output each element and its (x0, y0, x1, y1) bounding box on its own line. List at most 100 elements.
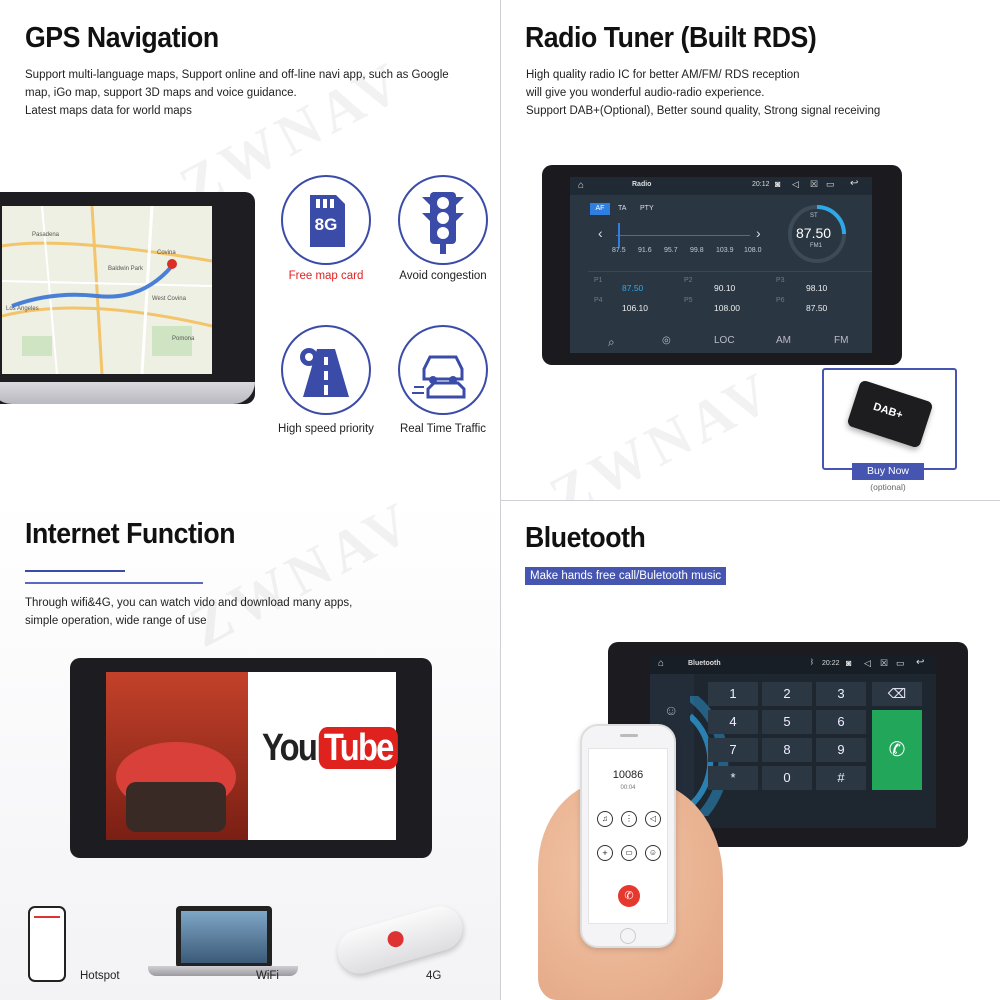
band-label: FM1 (810, 243, 822, 249)
bluetooth-tagline: Make hands free call/Buletooth music (525, 567, 727, 585)
tuner-needle[interactable] (618, 223, 620, 247)
clock: 20:12 (752, 181, 770, 188)
gps-panel: ZWNAV GPS Navigation Support multi-langu… (0, 0, 500, 500)
dial-key[interactable]: 6 (816, 710, 866, 734)
scale-mark: 87.5 (612, 247, 626, 254)
map-label: Covina (157, 250, 176, 256)
dial-key[interactable]: * (708, 766, 758, 790)
dial-key[interactable]: 7 (708, 738, 758, 762)
radio-panel: ZWNAV Radio Tuner (Built RDS) High quali… (500, 0, 1000, 500)
gps-desc-line: Support multi-language maps, Support onl… (25, 69, 449, 81)
feature-label: High speed priority (278, 423, 374, 435)
map-label: Pasadena (32, 232, 60, 238)
back-icon[interactable]: ↩ (916, 657, 925, 668)
search-icon[interactable]: ⌕ (608, 335, 615, 349)
map-view[interactable]: Pasadena Baldwin Park Covina Los Angeles… (2, 206, 212, 374)
youtube-logo-you: You (262, 727, 318, 769)
scale-mark: 95.7 (664, 247, 678, 254)
feature-label: Avoid congestion (399, 270, 487, 282)
phone-call-screen: 10086 00:04 ♫ ⋮ ◁ + ▭ ☺ ✆ (588, 748, 668, 924)
volume-icon[interactable]: ◁ (792, 179, 799, 189)
chevron-left-icon[interactable]: ‹ (598, 225, 603, 241)
window-icon[interactable]: ▭ (896, 658, 905, 668)
backspace-icon[interactable]: ⌫ (872, 682, 922, 706)
home-icon[interactable]: ⌂ (658, 658, 665, 669)
sd-card-icon: 8G (281, 175, 371, 265)
traffic-light-icon (398, 175, 488, 265)
fm-button[interactable]: FM (834, 335, 849, 346)
radio-description: High quality radio IC for better AM/FM/ … (526, 66, 880, 120)
dial-key[interactable]: # (816, 766, 866, 790)
mute-icon[interactable]: ♫ (597, 811, 613, 827)
home-button[interactable] (620, 928, 636, 944)
dial-key[interactable]: 0 (762, 766, 812, 790)
internet-desc-line: simple operation, wide range of use (25, 615, 207, 627)
app-name: Radio (632, 181, 652, 188)
camera-icon[interactable]: ◙ (846, 658, 852, 668)
internet-desc-line: Through wifi&4G, you can watch vido and … (25, 597, 353, 609)
frequency-dial (788, 205, 846, 263)
buy-now-button[interactable]: Buy Now (852, 463, 924, 480)
traffic-cars-icon (398, 325, 488, 415)
scan-icon[interactable]: ◎ (662, 335, 671, 346)
close-icon[interactable]: ☒ (880, 658, 889, 668)
radio-desc-line: Support DAB+(Optional), Better sound qua… (526, 105, 881, 117)
modem-logo (385, 929, 406, 950)
loc-button[interactable]: LOC (714, 335, 735, 346)
divider (588, 271, 872, 272)
dab-box: DAB+ (822, 368, 957, 470)
preset-p4[interactable]: 106.10 (622, 303, 648, 313)
back-icon[interactable]: ↩ (850, 178, 859, 189)
preset-name: P2 (684, 277, 693, 284)
laptop-base (148, 966, 298, 976)
dial-key[interactable]: 4 (708, 710, 758, 734)
end-call-button[interactable]: ✆ (618, 885, 640, 907)
contacts-icon[interactable]: ☺ (664, 702, 679, 718)
am-button[interactable]: AM (776, 335, 791, 346)
horizontal-divider (0, 500, 1000, 501)
call-number: 10086 (612, 769, 644, 781)
dial-key[interactable]: 9 (816, 738, 866, 762)
scale-mark: 108.0 (744, 247, 762, 254)
radio-desc-line: High quality radio IC for better AM/FM/ … (526, 69, 800, 81)
dial-key[interactable]: 8 (762, 738, 812, 762)
video-thumbnail[interactable] (106, 672, 248, 840)
tab-ta[interactable]: TA (618, 205, 627, 212)
dial-key[interactable]: 2 (762, 682, 812, 706)
contacts-icon[interactable]: ☺ (645, 845, 661, 861)
preset-p2[interactable]: 90.10 (714, 283, 736, 293)
tab-af[interactable]: AF (590, 203, 610, 215)
home-icon[interactable]: ⌂ (578, 180, 585, 191)
head-unit-navigation: Pasadena Baldwin Park Covina Los Angeles… (0, 192, 255, 404)
call-duration: 00:04 (620, 785, 636, 791)
radio-title: Radio Tuner (Built RDS) (525, 22, 817, 54)
4g-label: 4G (426, 970, 442, 982)
dial-key[interactable]: 5 (762, 710, 812, 734)
window-icon[interactable]: ▭ (826, 179, 835, 189)
preset-name: P6 (776, 297, 785, 304)
preset-p5[interactable]: 108.00 (714, 303, 740, 313)
laptop-icon (176, 906, 272, 968)
preset-p1[interactable]: 87.50 (622, 283, 644, 293)
chevron-right-icon[interactable]: › (756, 225, 761, 241)
camera-icon[interactable]: ◙ (775, 179, 781, 189)
preset-p6[interactable]: 87.50 (806, 303, 828, 313)
tuner-scale-line (616, 235, 750, 236)
close-icon[interactable]: ☒ (810, 179, 819, 189)
head-unit-radio: ⌂ Radio 20:12 ◙ ◁ ☒ ▭ ↩ AF TA PTY ‹ › 87… (542, 165, 902, 365)
keypad-icon[interactable]: ⋮ (621, 811, 637, 827)
add-call-icon[interactable]: + (597, 845, 613, 861)
tab-pty[interactable]: PTY (640, 205, 654, 212)
bluetooth-title: Bluetooth (525, 522, 646, 554)
smartphone-icon (28, 906, 66, 982)
dial-key[interactable]: 1 (708, 682, 758, 706)
app-name: Bluetooth (688, 660, 721, 667)
dial-key[interactable]: 3 (816, 682, 866, 706)
preset-p3[interactable]: 98.10 (806, 283, 828, 293)
speaker-icon[interactable]: ◁ (645, 811, 661, 827)
call-button[interactable]: ✆ (872, 710, 922, 790)
volume-icon[interactable]: ◁ (864, 658, 871, 668)
road-pin-icon (281, 325, 371, 415)
facetime-icon[interactable]: ▭ (621, 845, 637, 861)
bluetooth-panel: ZWNAV Bluetooth (500, 500, 1000, 1000)
